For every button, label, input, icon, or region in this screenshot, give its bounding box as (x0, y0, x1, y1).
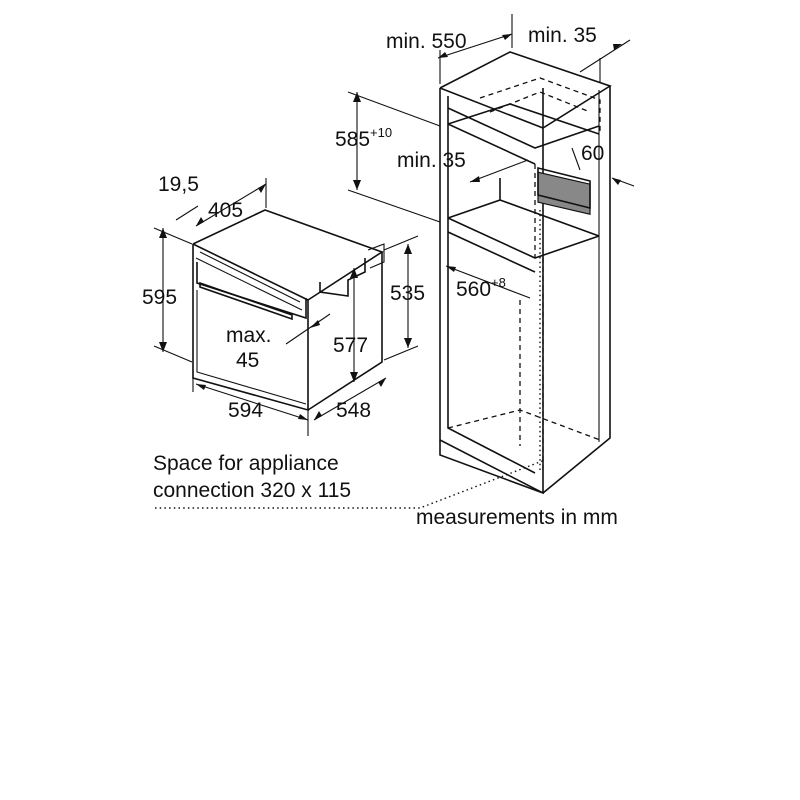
oven-top (192, 209, 384, 301)
dim-535-ext-bottom (383, 345, 419, 361)
label-535: 535 (390, 282, 425, 305)
arrow-405-left (196, 217, 204, 226)
dim-max45-line (285, 313, 331, 345)
label-min-35-top: min. 35 (528, 24, 597, 47)
label-560: 560+8 (456, 275, 506, 301)
label-548: 548 (336, 399, 371, 422)
dim-405-line (195, 183, 267, 227)
note-space-line1: Space for appliance (153, 452, 339, 475)
dim-548-line (313, 377, 387, 421)
label-min-35-mid: min. 35 (397, 149, 466, 172)
cabinet-top-front-edge (439, 87, 544, 129)
label-577: 577 (333, 334, 368, 357)
dim-min550-line (437, 33, 513, 59)
ventilation-cutout-outline (537, 166, 591, 210)
cabinet-plinth (439, 440, 544, 494)
arrowheads (159, 34, 622, 420)
dimension-labels: min. 550 min. 35 585+10 min. 35 60 560+8… (142, 24, 604, 422)
label-max: max. (226, 324, 272, 347)
dim-60-line (571, 147, 581, 171)
cabinet-front-outer (439, 88, 544, 495)
arrow-535-bottom (404, 338, 412, 348)
dim-min35-line (579, 39, 631, 73)
label-19-5: 19,5 (158, 173, 199, 196)
notes: Space for appliance connection 320 x 115… (153, 452, 618, 529)
label-405: 405 (208, 199, 243, 222)
arrow-535-top (404, 244, 412, 254)
oven-door-handle (199, 281, 293, 321)
arrow-min550-left (438, 52, 448, 58)
arrow-405-right (258, 184, 266, 193)
mid-shelf (447, 217, 600, 259)
arrow-577-bottom (350, 372, 358, 382)
oven-rear-step (367, 243, 385, 269)
upper-shelf-front (447, 123, 536, 165)
hidden-upper-box (479, 77, 601, 132)
arrow-585-bottom (353, 180, 361, 190)
arrow-548-right (378, 378, 386, 387)
oven-door (196, 290, 307, 405)
hidden-base (447, 409, 601, 441)
arrow-595-top (159, 228, 167, 238)
dim-560-line (445, 265, 531, 299)
note-units: measurements in mm (416, 506, 618, 529)
label-595: 595 (142, 286, 177, 309)
oven-right-side (307, 252, 383, 411)
dim-19-5-line (175, 205, 199, 221)
dim-585-ext-top (347, 91, 441, 127)
label-max-value: 45 (236, 349, 259, 372)
arrow-min35-mid (470, 176, 480, 182)
arrow-548-left (314, 411, 322, 420)
oven-top-front-edge (192, 243, 309, 301)
arrow-577-top (350, 268, 358, 278)
dim-min35-mid-line (469, 159, 529, 183)
dim-595-ext-bottom (153, 345, 193, 363)
tall-cabinet (439, 51, 612, 495)
mid-shelf-front (447, 231, 536, 273)
arrow-594-right (298, 414, 308, 420)
built-in-oven (192, 209, 385, 412)
label-594: 594 (228, 399, 263, 422)
dimension-lines (153, 14, 635, 509)
oven-niche-floor (499, 199, 600, 237)
label-585: 585+10 (335, 125, 392, 151)
dim-595-ext-top (153, 227, 193, 245)
oven-back-module (319, 258, 366, 297)
arrow-595-bottom (159, 342, 167, 352)
arrow-60-right (612, 178, 621, 185)
hidden-upper-box-2 (489, 91, 591, 113)
label-min-550: min. 550 (386, 30, 467, 53)
cabinet-right-side (542, 86, 611, 494)
note-space-line2: connection 320 x 115 (153, 479, 351, 502)
arrow-min35-top (613, 44, 622, 50)
dim-535-ext-top (383, 235, 419, 251)
oven-front (192, 244, 309, 412)
oven-bezel (195, 251, 303, 311)
arrow-594-left (196, 384, 206, 390)
arrow-max45 (310, 320, 320, 328)
arrow-585-top (353, 92, 361, 102)
dim-594-line (195, 383, 309, 421)
oven-control-panel (196, 262, 307, 320)
dim-585-ext-bottom (347, 189, 441, 223)
upper-shelf (447, 107, 600, 149)
oven-niche-back (447, 178, 501, 219)
label-60: 60 (581, 142, 604, 165)
arrow-560-left (446, 266, 456, 272)
arrow-min550-right (502, 34, 512, 40)
